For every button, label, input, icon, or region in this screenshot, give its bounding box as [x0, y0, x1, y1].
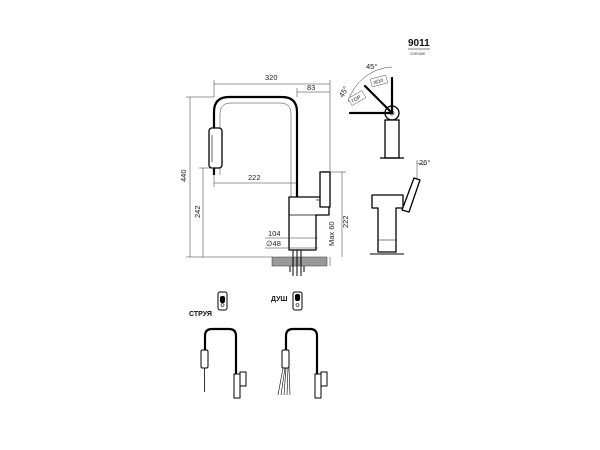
svg-text:83: 83 [307, 83, 315, 92]
svg-text:242: 242 [193, 205, 202, 218]
dim-base-width: 104 [265, 229, 318, 239]
hot-label: ГОР [351, 94, 363, 104]
svg-text:440: 440 [179, 169, 188, 182]
mode-stream: СТРУЯ [189, 291, 228, 318]
svg-text:∅48: ∅48 [266, 239, 281, 248]
svg-text:222: 222 [248, 173, 261, 182]
countertop [271, 256, 328, 267]
faucet-shower-view [277, 327, 328, 399]
mode-shower: ДУШ [271, 291, 303, 311]
side-view-tilt: 26° [370, 158, 430, 255]
dim-height-total: 440 [179, 96, 272, 258]
stream-label: СТРУЯ [189, 311, 212, 318]
dim-max-thickness: Max 60 [327, 221, 336, 266]
dim-reach: 222 [213, 168, 297, 187]
svg-text:104: 104 [268, 229, 281, 238]
tilt-angle: 26° [419, 158, 430, 167]
hot-angle: 45° [337, 85, 350, 99]
cold-label: ХОЛ [373, 78, 384, 86]
dim-height-body: 222 [330, 171, 350, 257]
svg-text:320: 320 [265, 73, 278, 82]
dim-width-total: 320 [213, 73, 331, 172]
cold-angle: 45° [366, 62, 377, 71]
svg-text:Max 60: Max 60 [327, 221, 336, 246]
shower-label: ДУШ [271, 296, 287, 303]
lever-handle [319, 171, 331, 208]
top-view-handle-angles: 45° 45° ГОР ХОЛ [337, 62, 404, 159]
spray-head [208, 127, 223, 169]
dim-hole-diameter: ∅48 [265, 239, 318, 249]
main-faucet-view [208, 95, 331, 276]
faucet-stream-view [200, 327, 247, 399]
model-code: 9011 [408, 38, 430, 49]
dim-spout-offset: 83 [296, 83, 330, 97]
dim-height-spout: 242 [193, 167, 214, 257]
spout-tube [212, 95, 299, 215]
svg-text:222: 222 [341, 215, 350, 228]
model-finish: CHROME [410, 52, 426, 56]
spout-tube-inner [219, 102, 292, 215]
